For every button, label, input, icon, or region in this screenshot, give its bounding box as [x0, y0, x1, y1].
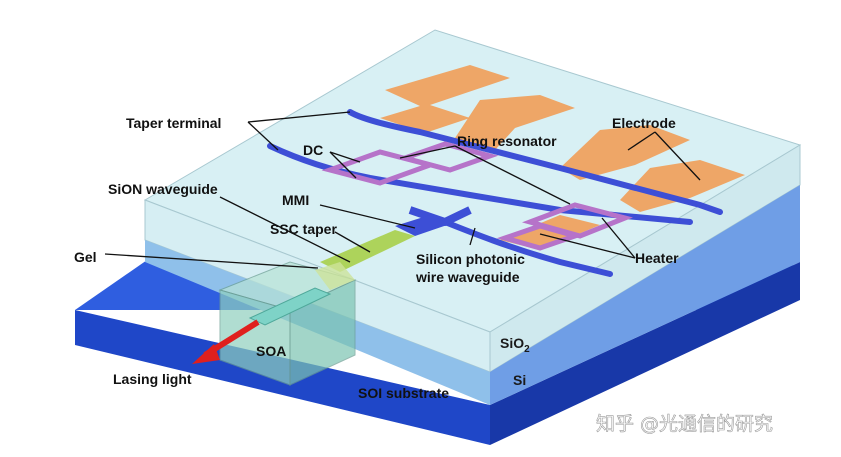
leader-taper-terminal-2 — [247, 121, 279, 151]
label-heater: Heater — [635, 250, 679, 266]
label-silicon-photonic-2: wire waveguide — [415, 269, 520, 285]
label-electrode: Electrode — [612, 115, 676, 131]
leader-mmi — [319, 204, 416, 229]
leader-ring-1 — [399, 145, 456, 159]
label-taper-terminal: Taper terminal — [126, 115, 221, 131]
leader-dc-2 — [329, 151, 361, 163]
label-silicon-photonic-1: Silicon photonic — [416, 251, 525, 267]
label-si: Si — [513, 372, 526, 388]
leader-electrode-1 — [627, 131, 656, 151]
lasing-light-arrowhead — [192, 344, 220, 364]
electrode-left — [380, 65, 510, 133]
ring-resonator-right2 — [496, 223, 584, 251]
label-gel: Gel — [74, 249, 97, 265]
leader-heater-2 — [601, 217, 636, 259]
label-sio2: SiO2 — [500, 335, 530, 355]
soa-waveguide — [248, 287, 332, 326]
label-mmi: MMI — [282, 192, 309, 208]
soa-side — [289, 279, 356, 386]
label-lasing-light: Lasing light — [113, 371, 192, 387]
mmi-block — [395, 215, 450, 236]
silicon-wire-waveguide-upper — [347, 109, 723, 215]
electrode-center — [455, 95, 575, 150]
leader-ring-2 — [454, 145, 571, 205]
label-sion-waveguide: SiON waveguide — [108, 181, 218, 197]
label-dc: DC — [303, 142, 323, 158]
electrode-right-top — [560, 125, 690, 180]
leader-dc-1 — [329, 151, 357, 179]
label-ring-resonator: Ring resonator — [457, 133, 557, 149]
gel-block — [315, 262, 355, 290]
leader-electrode-2 — [654, 131, 701, 181]
soi-substrate-side — [490, 262, 800, 445]
silicon-wire-waveguide-bottom — [442, 219, 613, 277]
leader-sion — [219, 196, 351, 263]
leader-taper-terminal-1 — [247, 111, 351, 123]
label-soi-substrate: SOI substrate — [358, 385, 449, 401]
leader-silicon-wire — [469, 227, 476, 246]
leader-heater-1 — [539, 233, 636, 259]
label-soa: SOA — [256, 343, 286, 359]
label-ssc-taper: SSC taper — [270, 221, 337, 237]
electrode-right-bottom — [620, 160, 745, 212]
leader-ssc — [334, 231, 371, 253]
leader-gel — [104, 253, 319, 269]
watermark: 知乎 @光通信的研究 — [596, 413, 773, 435]
ring-resonator-center — [396, 141, 499, 173]
si-side-face — [490, 185, 800, 405]
